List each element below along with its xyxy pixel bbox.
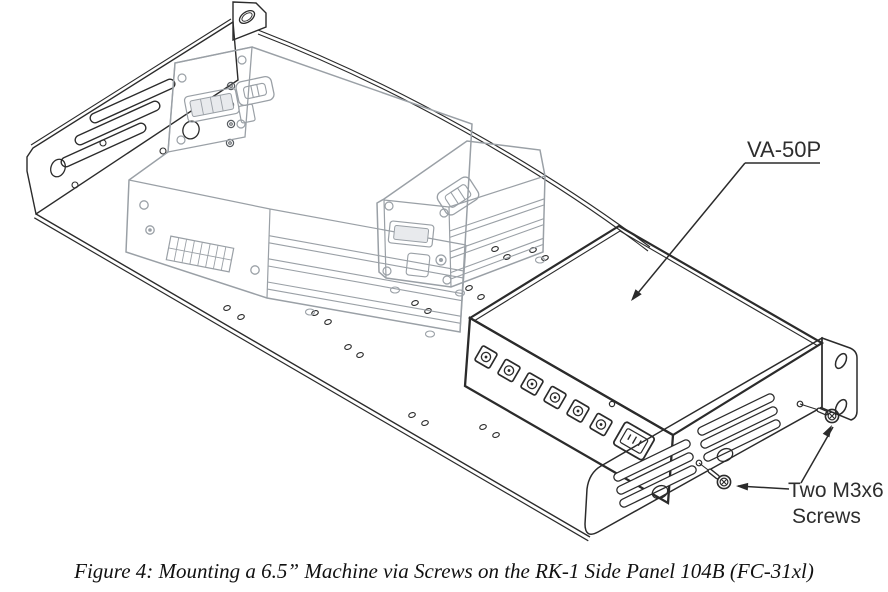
va-50p-leader-line (631, 162, 820, 301)
left-rack-ear (232, 1, 267, 42)
mounted-device-1 (125, 46, 473, 338)
tray-rear-edge (257, 29, 651, 252)
device-2-ribs (449, 198, 545, 280)
va-50p-label: VA-50P (747, 137, 822, 162)
device-1-terminal-block (165, 235, 235, 273)
left-side-rail (26, 18, 239, 216)
left-rail-vent-slots (60, 78, 176, 168)
right-rack-ear (821, 336, 858, 421)
screws-leader-lines (736, 425, 834, 491)
m3x6-screw-1 (698, 462, 732, 490)
device-1-handle-emblem (235, 75, 275, 107)
tray-front-edge (33, 213, 591, 542)
mounted-device-2 (376, 140, 546, 297)
device-1-dvi-connector (183, 87, 240, 123)
right-rail-vent-slots (613, 393, 781, 508)
right-side-rail (584, 336, 823, 535)
figure-caption: Figure 4: Mounting a 6.5” Machine via Sc… (74, 559, 814, 583)
device-1-ribs (267, 235, 465, 324)
device-2-handle-emblem (436, 176, 480, 216)
m3x6-screw-2 (799, 403, 840, 424)
device-2-dvi-connector (387, 220, 435, 248)
va-50p-sockets (474, 345, 613, 437)
va-50p-power-inlet (612, 421, 656, 461)
screws-label-line1: Two M3x6 (788, 479, 884, 502)
tray-floor-holes (223, 245, 549, 439)
screws-label-line2: Screws (792, 505, 861, 528)
